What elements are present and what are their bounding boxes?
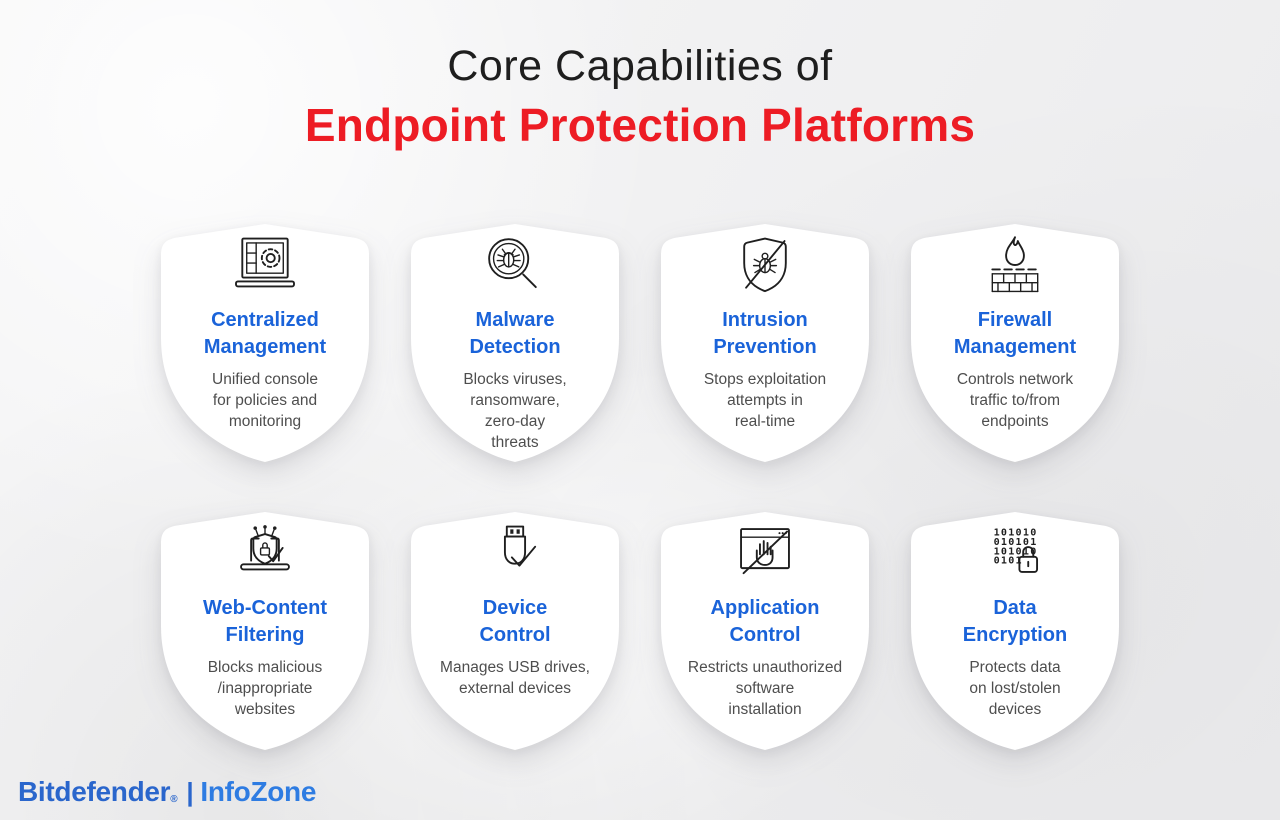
page-title-line2: Endpoint Protection Platforms (304, 99, 976, 151)
capability-grid: Centralized Management Unified console f… (0, 222, 1280, 752)
card-description: Blocks viruses, ransomware, zero-day thr… (463, 371, 567, 451)
card-description: Blocks malicious /inappropriate websites (207, 659, 323, 718)
capability-card-intrusion-prevention: Intrusion Prevention Stops exploitation … (659, 222, 871, 464)
capability-card-malware-detection: Malware Detection Blocks viruses, ransom… (409, 222, 621, 464)
card-title: Web-Content Filtering (202, 597, 328, 646)
card-description: Stops exploitation attempts in real-time (703, 371, 827, 430)
card-title: Malware Detection (469, 309, 561, 358)
magnifier-bug-icon (409, 236, 621, 294)
capability-card-device-control: Device Control Manages USB drives, exter… (409, 510, 621, 752)
capability-card-centralized-management: Centralized Management Unified console f… (159, 222, 371, 464)
grid-row-1: Centralized Management Unified console f… (159, 222, 1121, 464)
logo-separator: | (186, 777, 194, 807)
bitdefender-logo: Bitdefender (18, 776, 171, 807)
laptop-shield-check-icon (159, 524, 371, 582)
card-description: Restricts unauthorized software installa… (687, 659, 843, 718)
page-title-line1: Core Capabilities of (447, 42, 833, 90)
grid-row-2: Web-Content Filtering Blocks malicious /… (159, 510, 1121, 752)
registered-trademark: ® (170, 794, 178, 805)
card-description: Protects data on lost/stolen devices (969, 659, 1061, 718)
card-description: Manages USB drives, external devices (440, 659, 590, 697)
capability-card-data-encryption: 101010 010101 101010 0101 Data Encryptio… (909, 510, 1121, 752)
usb-check-icon (409, 524, 621, 582)
footer-logo: Bitdefender® |InfoZone (18, 776, 316, 808)
card-description: Controls network traffic to/from endpoin… (956, 371, 1074, 430)
capability-card-application-control: Application Control Restricts unauthoriz… (659, 510, 871, 752)
window-hand-slash-icon (659, 524, 871, 582)
card-title: Intrusion Prevention (713, 309, 817, 358)
card-title: Device Control (479, 597, 551, 646)
card-description: Unified console for policies and monitor… (212, 371, 318, 430)
capability-card-firewall-management: Firewall Management Controls network tra… (909, 222, 1121, 464)
page-header: Core Capabilities of Endpoint Protection… (0, 40, 1280, 153)
card-title: Application Control (710, 597, 820, 646)
card-title: Centralized Management (203, 309, 327, 358)
infozone-logo: InfoZone (200, 776, 317, 807)
capability-card-web-content-filtering: Web-Content Filtering Blocks malicious /… (159, 510, 371, 752)
flame-brick-wall-icon (909, 236, 1121, 294)
laptop-gear-icon (159, 236, 371, 294)
card-title: Data Encryption (962, 597, 1068, 646)
shield-bug-slash-icon (659, 236, 871, 294)
card-title: Firewall Management (953, 309, 1077, 358)
binary-lock-icon: 101010 010101 101010 0101 (909, 524, 1121, 582)
